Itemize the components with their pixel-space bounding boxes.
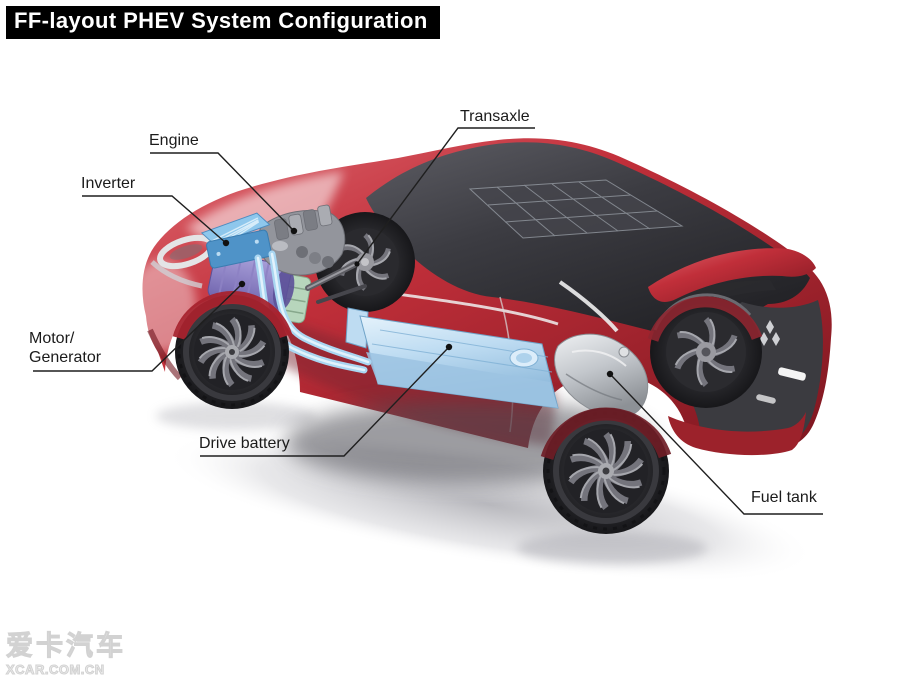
drive-battery-leader-line <box>200 343 453 457</box>
engine-component <box>257 204 346 276</box>
front-left-wheel <box>175 295 289 409</box>
brand-emblem <box>760 320 780 346</box>
fuel-tank-component <box>553 333 649 419</box>
label-inverter: Inverter <box>81 175 136 192</box>
roof-solar-panel <box>468 179 684 239</box>
page-title: FF-layout PHEV System Configuration <box>6 6 440 39</box>
inverter-leader-line <box>82 195 230 247</box>
engine-leader-line <box>150 152 298 235</box>
rear-right-arch <box>647 296 763 342</box>
label-transaxle: Transaxle <box>460 108 530 125</box>
drive-battery-component <box>345 307 559 409</box>
label-motor-generator-line1: Motor/ <box>29 330 75 347</box>
power-pipes <box>254 250 372 374</box>
front-left-arch <box>172 291 293 341</box>
label-engine: Engine <box>149 132 199 149</box>
rear-left-arch <box>540 407 672 461</box>
label-motor-generator: Motor/ Generator <box>29 329 101 367</box>
watermark-site-name: 爱卡汽车 <box>6 631 126 661</box>
watermark: 爱卡汽车 XCAR.COM.CN <box>6 631 126 677</box>
leader-lines <box>33 127 823 515</box>
motor-generator-leader-line <box>33 280 246 372</box>
label-drive-battery: Drive battery <box>199 435 290 452</box>
half-shaft <box>305 261 367 304</box>
label-motor-generator-line2: Generator <box>29 349 102 366</box>
watermark-site-url: XCAR.COM.CN <box>6 662 105 677</box>
fuel-tank-leader-line <box>606 370 823 515</box>
label-fuel-tank: Fuel tank <box>751 489 817 506</box>
rear-right-wheel <box>650 293 762 408</box>
rear-left-wheel <box>543 408 669 534</box>
transaxle-leader-line <box>354 127 535 267</box>
